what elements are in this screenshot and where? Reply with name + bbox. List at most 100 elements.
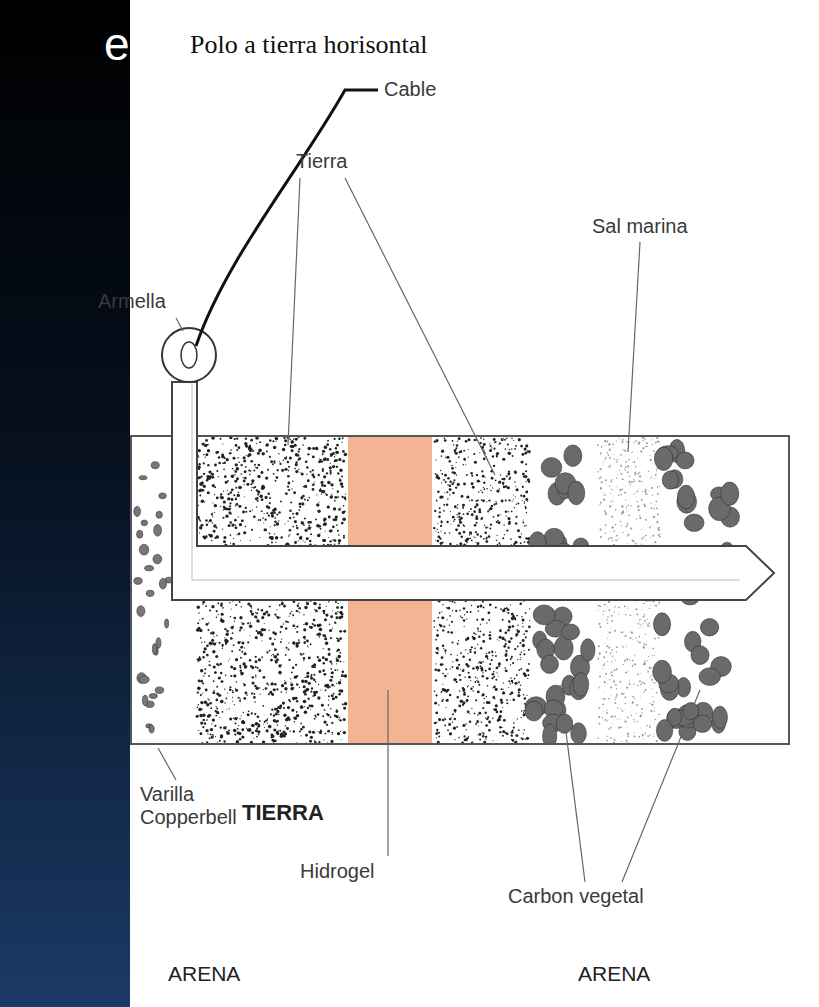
texture-dot [257, 452, 260, 455]
texture-dot [329, 661, 330, 662]
texture-dot [466, 513, 469, 516]
texture-dot [283, 714, 286, 717]
texture-dot [273, 714, 275, 716]
texture-dot [337, 496, 339, 498]
texture-dot [492, 740, 493, 741]
texture-dot [338, 689, 341, 692]
texture-dot [516, 615, 518, 617]
texture-dot [325, 689, 327, 691]
charcoal-lump [153, 554, 162, 563]
texture-dot [220, 663, 222, 665]
texture-dot [299, 536, 302, 539]
texture-dot [289, 613, 291, 615]
texture-dot [254, 701, 256, 703]
texture-dot [240, 473, 242, 475]
texture-dot [284, 682, 287, 685]
texture-dot [319, 489, 322, 492]
texture-dot [222, 529, 223, 530]
texture-dot [252, 676, 254, 678]
texture-dot [473, 637, 476, 640]
texture-dot [313, 624, 316, 627]
texture-dot [232, 468, 233, 469]
texture-dot [259, 494, 263, 498]
texture-dot [338, 719, 339, 720]
texture-dot [218, 476, 219, 477]
texture-dot [279, 463, 281, 465]
texture-dot [297, 533, 299, 535]
texture-dot [232, 690, 233, 691]
texture-dot [322, 610, 325, 613]
texture-dot [523, 650, 524, 651]
texture-dot [285, 681, 286, 682]
texture-dot [324, 685, 326, 687]
texture-dot [294, 717, 297, 720]
texture-dot [276, 720, 279, 723]
texture-dot [314, 718, 316, 720]
texture-dot [272, 735, 275, 738]
texture-dot [499, 731, 501, 733]
texture-dot [437, 540, 439, 542]
texture-dot [449, 543, 452, 546]
texture-dot [324, 485, 326, 487]
texture-dot [252, 509, 253, 510]
texture-dot [290, 445, 293, 448]
texture-dot [298, 639, 300, 641]
texture-dot [343, 704, 344, 705]
charcoal-lump [137, 530, 143, 538]
texture-dot [225, 675, 227, 677]
texture-dot [236, 467, 240, 471]
texture-dot [253, 693, 255, 695]
texture-dot [232, 691, 234, 693]
texture-dot [306, 602, 309, 605]
texture-dot [309, 740, 312, 743]
texture-dot [525, 537, 527, 539]
texture-dot [471, 482, 474, 485]
texture-dot [488, 651, 490, 653]
texture-dot [237, 457, 238, 458]
texture-dot [307, 447, 310, 450]
texture-dot [254, 685, 257, 688]
texture-dot [282, 702, 285, 705]
texture-dot [296, 631, 298, 633]
texture-dot [325, 642, 328, 645]
texture-dot [220, 604, 223, 607]
texture-dot [305, 742, 306, 743]
texture-dot [451, 717, 452, 718]
texture-dot [216, 635, 217, 636]
texture-dot [436, 634, 439, 637]
texture-dot [228, 660, 229, 661]
texture-dot [200, 694, 202, 696]
texture-dot [234, 480, 237, 483]
texture-dot [332, 697, 335, 700]
texture-dot [215, 706, 216, 707]
texture-dot [221, 620, 225, 624]
texture-dot [322, 450, 325, 453]
texture-dot [232, 632, 234, 634]
charcoal-lump [145, 565, 154, 570]
texture-dot [264, 721, 266, 723]
texture-dot [329, 679, 332, 682]
texture-dot [223, 500, 226, 503]
texture-dot [337, 732, 340, 735]
texture-dot [326, 494, 328, 496]
texture-dot [303, 614, 304, 615]
texture-dot [198, 463, 200, 465]
texture-dot [281, 691, 283, 693]
texture-dot [202, 713, 205, 716]
texture-dot [212, 691, 215, 694]
texture-dot [446, 456, 449, 459]
texture-dot [224, 689, 225, 690]
texture-dot [291, 672, 293, 674]
texture-dot [213, 530, 216, 533]
texture-dot [229, 686, 231, 688]
texture-dot [236, 681, 238, 683]
texture-dot [295, 520, 297, 522]
texture-dot [503, 438, 504, 439]
texture-dot [273, 688, 276, 691]
texture-dot [250, 622, 251, 623]
texture-dot [257, 500, 259, 502]
texture-dot [319, 628, 322, 631]
texture-dot [263, 689, 264, 690]
texture-dot [295, 512, 298, 515]
texture-dot [273, 473, 275, 475]
